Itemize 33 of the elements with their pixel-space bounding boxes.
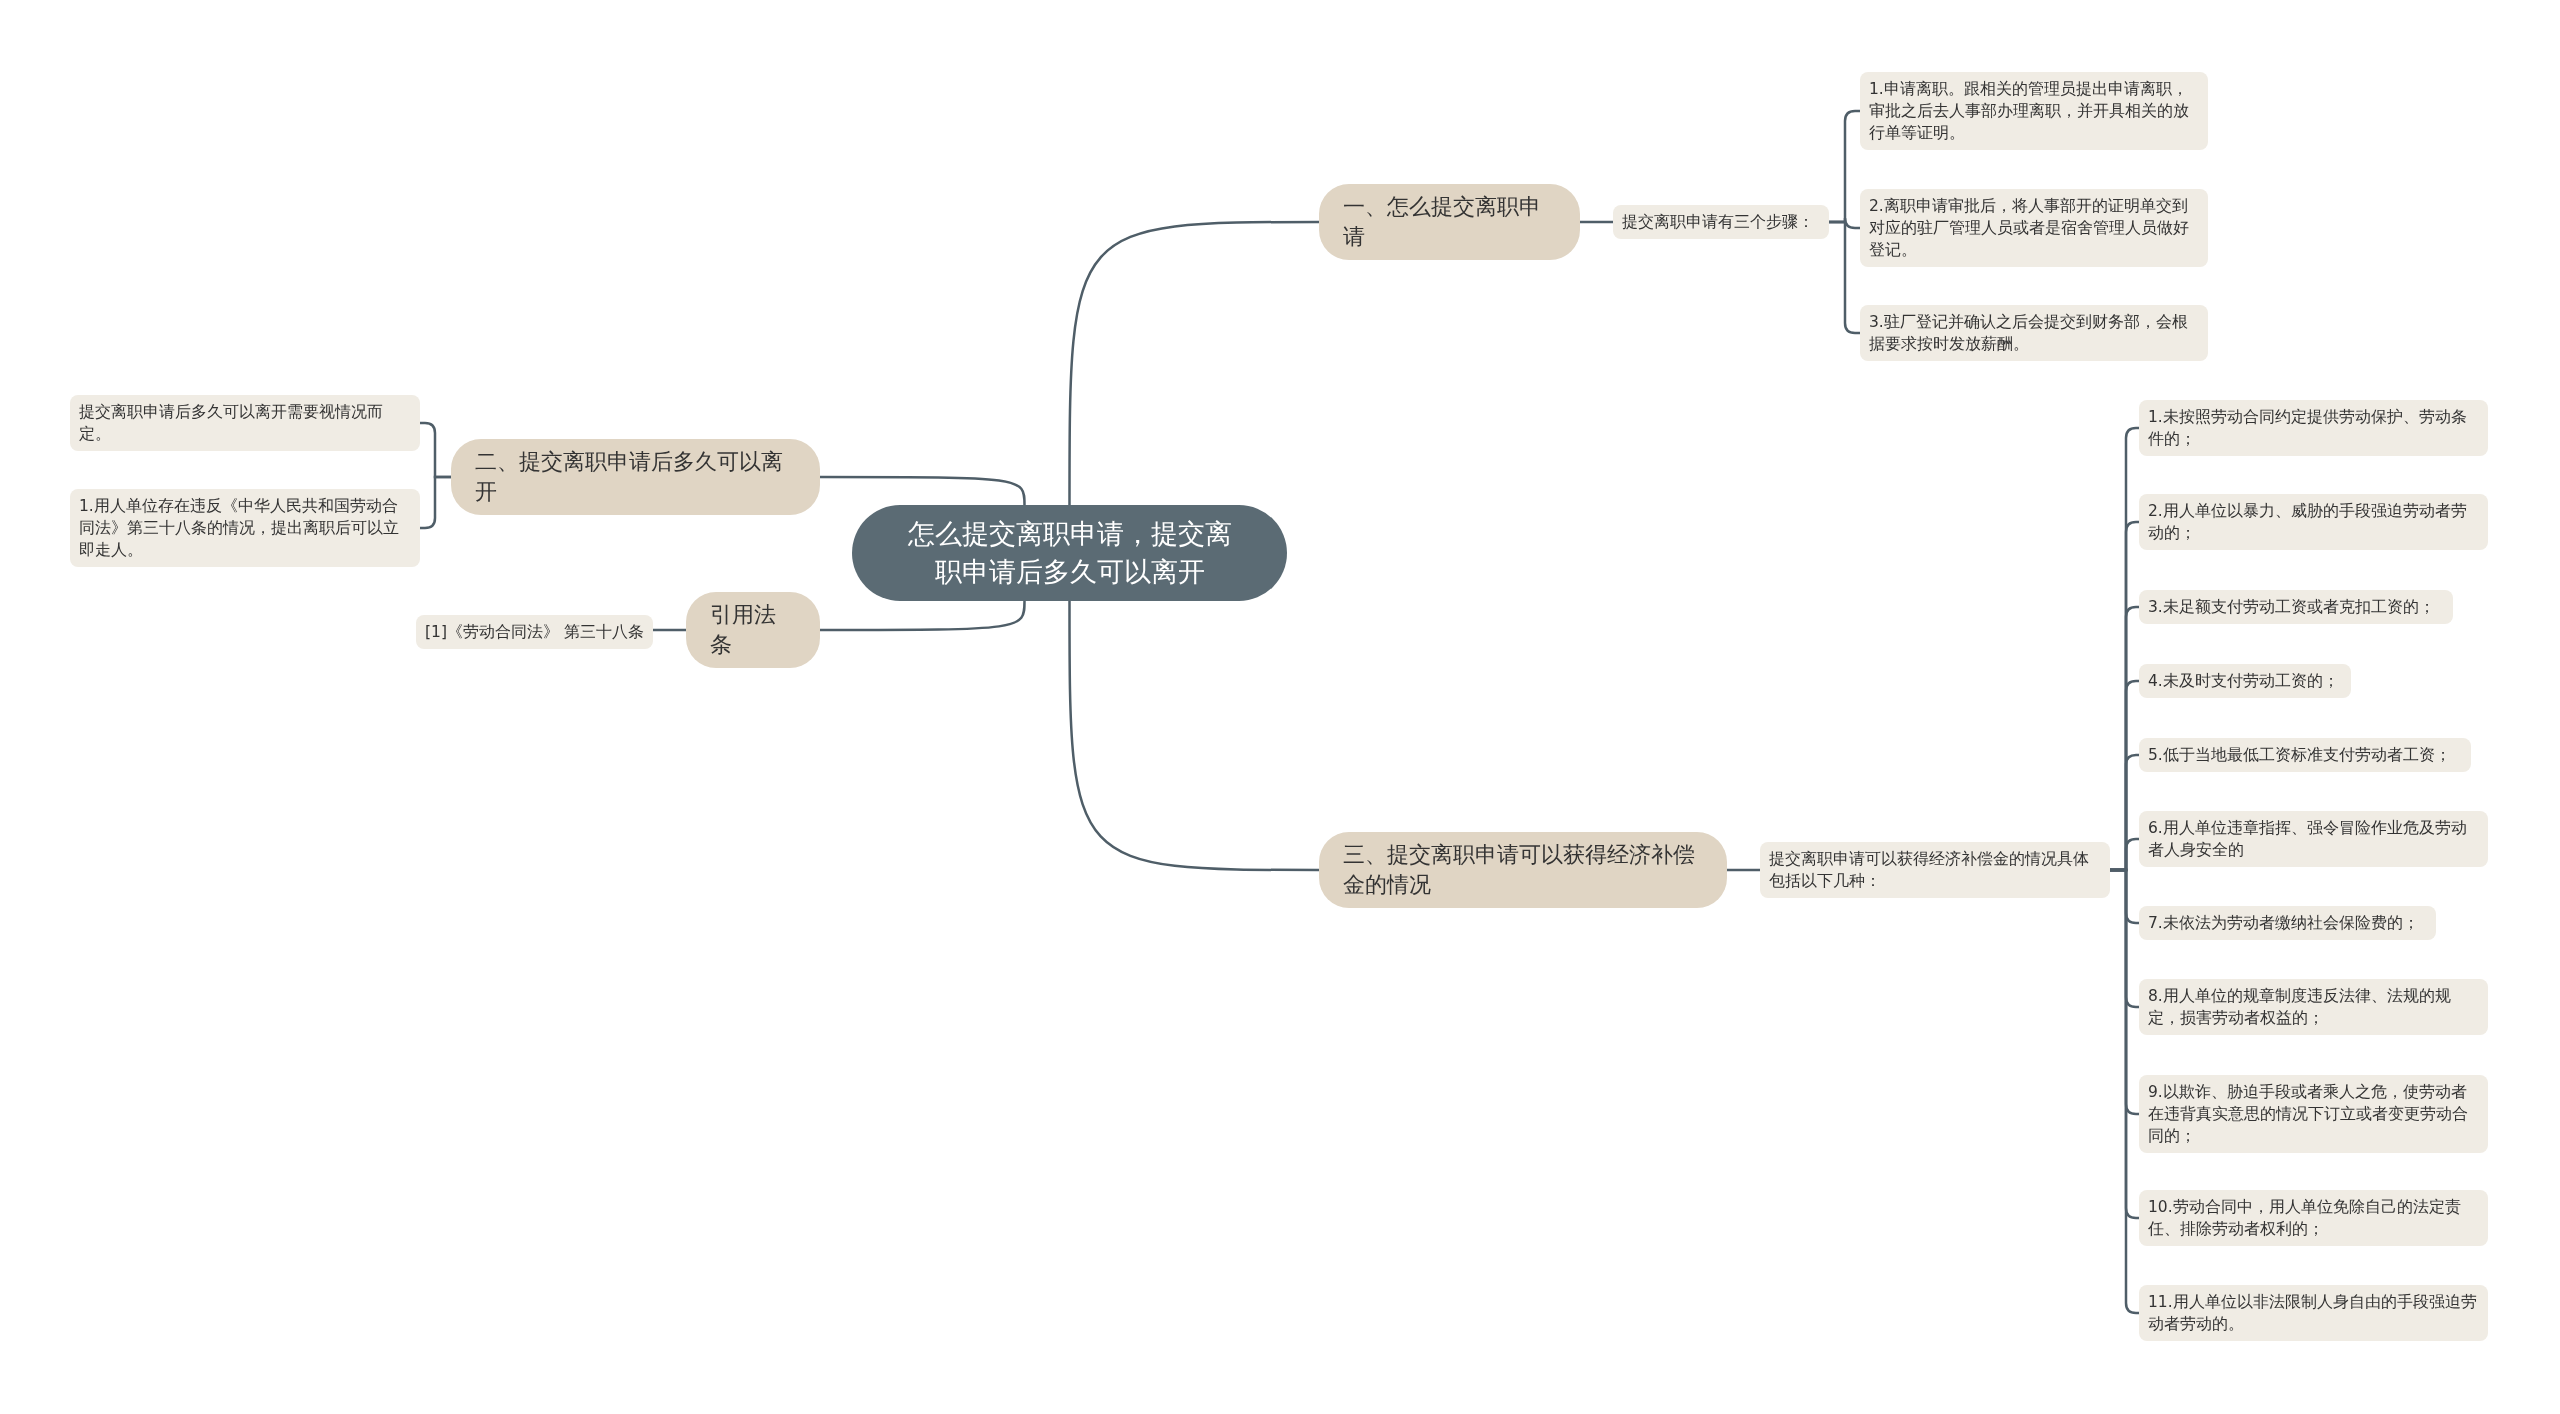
central-topic: 怎么提交离职申请，提交离职申请后多久可以离开	[852, 505, 1287, 601]
detail-note: [1]《劳动合同法》 第三十八条	[416, 615, 653, 649]
detail-note: 1.用人单位存在违反《中华人民共和国劳动合同法》第三十八条的情况，提出离职后可以立即走人。	[70, 489, 420, 567]
detail-note: 2.用人单位以暴力、威胁的手段强迫劳动者劳动的；	[2139, 494, 2488, 550]
branch-topic: 三、提交离职申请可以获得经济补偿金的情况	[1319, 832, 1727, 908]
detail-note: 7.未依法为劳动者缴纳社会保险费的；	[2139, 906, 2436, 940]
detail-note: 4.未及时支付劳动工资的；	[2139, 664, 2351, 698]
detail-note: 11.用人单位以非法限制人身自由的手段强迫劳动者劳动的。	[2139, 1285, 2488, 1341]
detail-note: 9.以欺诈、胁迫手段或者乘人之危，使劳动者在违背真实意思的情况下订立或者变更劳动合同的；	[2139, 1075, 2488, 1153]
connector-line	[1727, 868, 1760, 872]
subtopic-note: 提交离职申请有三个步骤：	[1613, 205, 1829, 239]
subtopic-note: 提交离职申请可以获得经济补偿金的情况具体包括以下几种：	[1760, 842, 2110, 898]
connector-line	[1068, 220, 1319, 505]
branch-topic: 引用法条	[686, 592, 820, 668]
detail-note: 1.未按照劳动合同约定提供劳动保护、劳动条件的；	[2139, 400, 2488, 456]
connector-line	[653, 628, 686, 632]
connector-line	[2110, 868, 2140, 1315]
connector-line	[1068, 601, 1319, 872]
detail-note: 5.低于当地最低工资标准支付劳动者工资；	[2139, 738, 2471, 772]
detail-note: 8.用人单位的规章制度违反法律、法规的规定，损害劳动者权益的；	[2139, 979, 2488, 1035]
detail-note: 6.用人单位违章指挥、强令冒险作业危及劳动者人身安全的	[2139, 811, 2488, 867]
connector-line	[820, 600, 1026, 632]
detail-note: 3.未足额支付劳动工资或者克扣工资的；	[2139, 590, 2453, 624]
connector-line	[1580, 220, 1613, 224]
connector-line	[820, 475, 1026, 506]
detail-note: 10.劳动合同中，用人单位免除自己的法定责任、排除劳动者权利的；	[2139, 1190, 2488, 1246]
branch-topic: 一、怎么提交离职申请	[1319, 184, 1580, 260]
detail-note: 提交离职申请后多久可以离开需要视情况而定。	[70, 395, 420, 451]
branch-topic: 二、提交离职申请后多久可以离开	[451, 439, 820, 515]
connector-line	[420, 475, 451, 530]
detail-note: 2.离职申请审批后，将人事部开的证明单交到对应的驻厂管理人员或者是宿舍管理人员做好登记。	[1860, 189, 2208, 267]
detail-note: 1.申请离职。跟相关的管理员提出申请离职，审批之后去人事部办理离职，并开具相关的放行单等证明。	[1860, 72, 2208, 150]
detail-note: 3.驻厂登记并确认之后会提交到财务部，会根据要求按时发放薪酬。	[1860, 305, 2208, 361]
